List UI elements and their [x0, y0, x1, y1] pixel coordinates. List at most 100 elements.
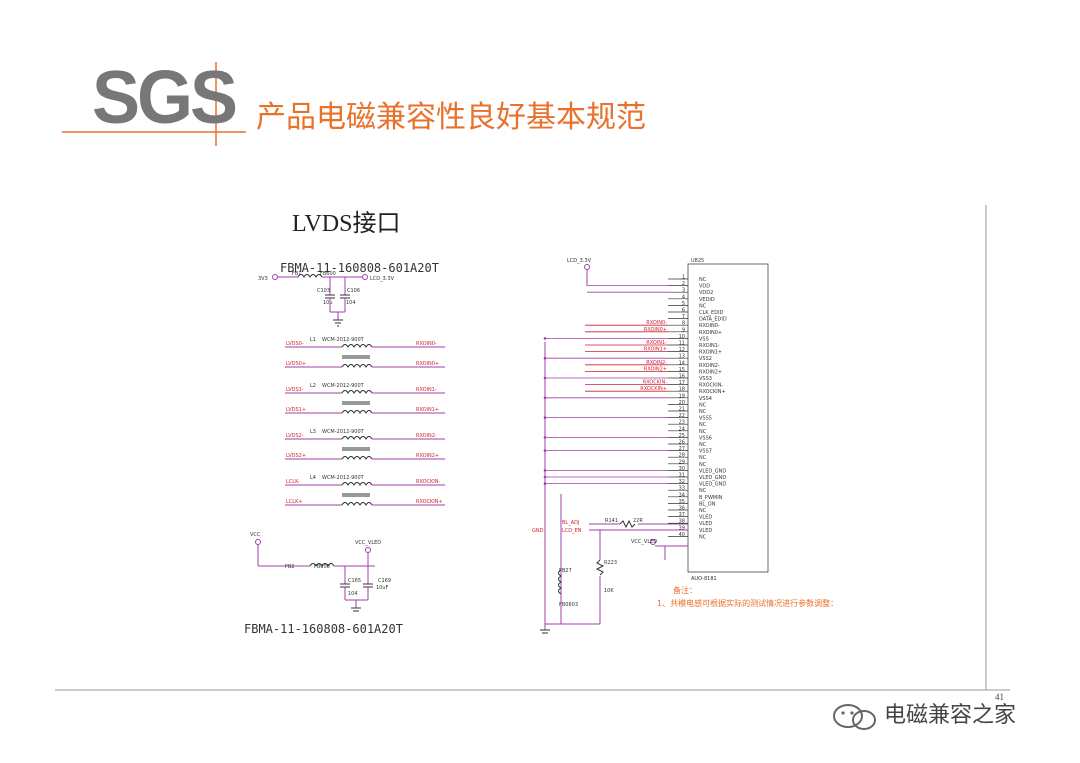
- pin-number: 33: [679, 486, 685, 492]
- r1-ref: R141: [605, 518, 618, 524]
- pin-number: 28: [679, 453, 685, 459]
- watermark-text: 电磁兼容之家: [884, 703, 1017, 728]
- net-label: RXOIN0-: [646, 320, 667, 326]
- pin-number: 38: [679, 519, 685, 525]
- pin-name: VSS4: [699, 396, 712, 402]
- pin-name: NC: [699, 303, 707, 309]
- pin-name: CLK_EDID: [699, 310, 724, 316]
- choke-output-net: RXOIN1-: [416, 387, 437, 393]
- net-label: RXOIN1-: [646, 340, 667, 346]
- pin-name: NC: [699, 442, 707, 448]
- choke-output-net: RXOCKIN-: [416, 479, 441, 485]
- choke-input-net: LVDS0-: [286, 341, 304, 347]
- pin-number: 40: [679, 532, 685, 538]
- pin-name: VSS2: [699, 356, 712, 362]
- r2-val: 10K: [604, 588, 614, 594]
- pin-number: 35: [679, 499, 685, 505]
- c2-ref: C106: [347, 288, 360, 294]
- choke-output-net: RXOIN2+: [416, 453, 439, 459]
- pin-number: 31: [679, 473, 685, 479]
- pin-number: 3: [682, 288, 685, 294]
- pin-name: VSS6: [699, 435, 712, 441]
- pin-name: NC: [699, 422, 707, 428]
- section-title: LVDS接口: [292, 211, 401, 237]
- choke-input-net: LVDS2+: [286, 453, 306, 459]
- connector-pin: 6 CLK_EDID: [668, 308, 724, 316]
- pin-name: NC: [699, 402, 707, 408]
- fb-top-val: FB600: [320, 271, 336, 277]
- pin-name: NC: [699, 429, 707, 435]
- choke-output-net: RXOIN1+: [416, 407, 439, 413]
- net-label: RXOIN2-: [646, 360, 667, 366]
- pin-name: NC: [699, 409, 707, 415]
- lvds-net: RXOIN1-: [585, 340, 668, 346]
- pin-name: BL_ON: [699, 501, 716, 507]
- net-label: RXOCKIN+: [640, 386, 667, 392]
- choke-input-net: LVDS1-: [286, 387, 304, 393]
- pin-name: VSS3: [699, 376, 712, 382]
- conn-ref: U825: [691, 258, 704, 264]
- pin-number: 6: [682, 308, 685, 314]
- pin-number: 10: [679, 334, 685, 340]
- net-label: RXOIN2+: [644, 366, 667, 372]
- fb2-val: FB600: [314, 564, 330, 570]
- fb-top-ref: FB1: [292, 271, 302, 277]
- conn-part: AUO-8181: [691, 576, 717, 582]
- lcd-en-label: LCD_EN: [562, 528, 582, 534]
- connector-pin: 38 VLED: [668, 519, 712, 527]
- choke-part: WCM-2012-900T: [322, 429, 365, 435]
- choke-output-net: RXOIN0+: [416, 361, 439, 367]
- pin-name: VLED_GND: [699, 468, 726, 474]
- r1-val: 22R: [633, 518, 643, 524]
- pin-number: 26: [679, 440, 685, 446]
- lvds-net: RXOIN1+: [585, 347, 668, 353]
- pin-number: 17: [679, 380, 685, 386]
- schematic-left: FBMA-11-160808-601A20T FBMA-11-160808-60…: [244, 261, 445, 636]
- pin-name: NC: [699, 462, 707, 468]
- net-label: RXOIN0+: [644, 327, 667, 333]
- pin-number: 39: [679, 525, 685, 531]
- fb3-ref: FB27: [559, 568, 572, 574]
- pin-number: 22: [679, 413, 685, 419]
- pin-name: VDD: [699, 284, 710, 290]
- lcd-in-label: LCD_3.3V: [567, 258, 592, 264]
- net-label: RXOIN1+: [644, 347, 667, 353]
- pin-name: VSS7: [699, 449, 712, 455]
- pin-name: VLED: [699, 521, 712, 527]
- choke-input-net: LVDS2-: [286, 433, 304, 439]
- part-top-label: FBMA-11-160808-601A20T: [280, 261, 439, 275]
- pin-number: 11: [679, 341, 685, 347]
- pin-number: 24: [679, 426, 685, 432]
- vcc-vled-label: VCC_VLED: [355, 540, 381, 546]
- pin-number: 5: [682, 301, 685, 307]
- choke-input-net: LVDS0+: [286, 361, 306, 367]
- vcc-label: VCC: [250, 532, 261, 538]
- lvds-net: RXOCKIN+: [585, 386, 668, 392]
- pwr-in-label: 3V3: [258, 276, 268, 282]
- pin-name: VEDID: [699, 297, 715, 303]
- connector-pin: 26 NC: [668, 440, 707, 448]
